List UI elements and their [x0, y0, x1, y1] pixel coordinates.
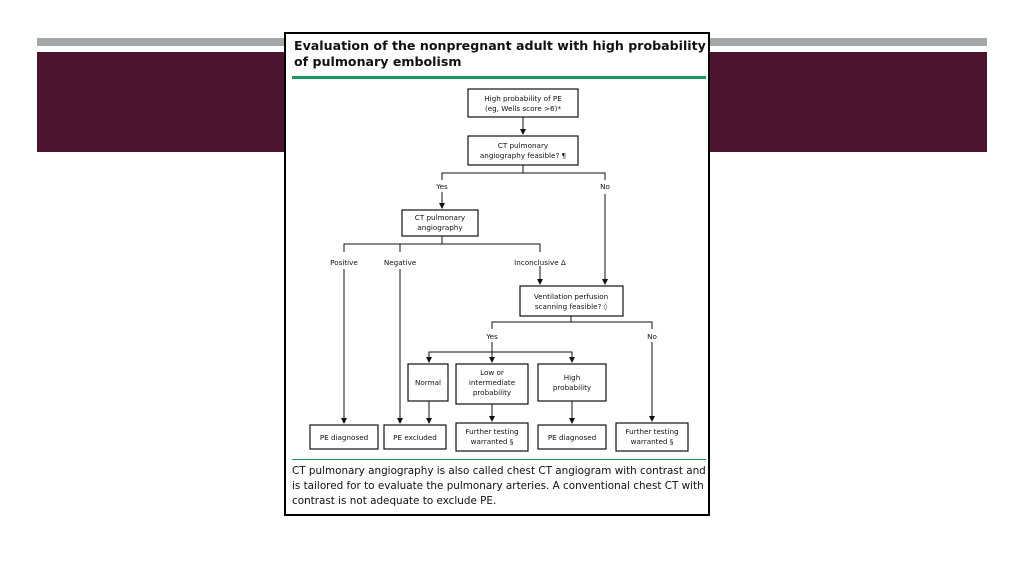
box-normal: Normal	[407, 363, 449, 402]
connectors	[341, 117, 655, 424]
box-text: angiography	[417, 223, 463, 232]
box-ct-feasible: CT pulmonary angiography feasible? ¶	[467, 135, 579, 166]
arrow-yes-to-normal	[426, 342, 493, 363]
label-yes-1: Yes	[435, 182, 448, 191]
branch-no-2	[571, 321, 653, 329]
box-text: probability	[473, 388, 512, 397]
box-text: probability	[553, 383, 592, 392]
box-ct-angiography: CT pulmonary angiography	[401, 209, 479, 237]
box-further-testing-2: Further testing warranted §	[615, 422, 689, 452]
algorithm-figure: Evaluation of the nonpregnant adult with…	[284, 32, 710, 516]
label-inconclusive: Inconclusive Δ	[514, 258, 566, 267]
box-text: PE excluded	[393, 433, 437, 442]
branch-yes-2	[491, 316, 572, 329]
box-text: (eg, Wells score >6)*	[485, 104, 561, 113]
label-yes-2: Yes	[485, 332, 498, 341]
box-text: intermediate	[469, 378, 516, 387]
box-text: High	[564, 373, 581, 382]
label-no-1: No	[600, 182, 610, 191]
figure-title: Evaluation of the nonpregnant adult with…	[294, 38, 706, 69]
box-text: PE diagnosed	[320, 433, 368, 442]
branch-inconclusive	[442, 243, 541, 252]
label-positive: Positive	[330, 258, 358, 267]
box-further-testing-1: Further testing warranted §	[455, 422, 529, 452]
box-text: Further testing	[625, 427, 678, 436]
title-rule	[292, 76, 706, 79]
box-text: CT pulmonary	[415, 213, 466, 222]
label-no-2: No	[647, 332, 657, 341]
box-text: warranted §	[471, 437, 514, 446]
box-text: scanning feasible? ◊	[535, 302, 608, 311]
box-text: Further testing	[465, 427, 518, 436]
arrow-yes-to-high	[492, 351, 575, 363]
branch-yes-left	[441, 165, 524, 180]
box-high-prob: High probability	[537, 363, 607, 402]
box-vq-feasible: Ventilation perfusion scanning feasible?…	[519, 285, 624, 317]
box-pe-diagnosed-2: PE diagnosed	[537, 424, 607, 450]
box-text: warranted §	[631, 437, 674, 446]
box-text: CT pulmonary	[498, 141, 549, 150]
box-text: High probability of PE	[484, 94, 562, 103]
box-text: angiography feasible? ¶	[480, 151, 566, 160]
box-high-probability: High probability of PE (eg, Wells score …	[467, 88, 579, 118]
box-pe-excluded: PE excluded	[383, 424, 447, 450]
flowchart: High probability of PE (eg, Wells score …	[309, 88, 689, 452]
branch-positive	[343, 236, 443, 252]
box-text: Ventilation perfusion	[534, 292, 608, 301]
footnote-text: CT pulmonary angiography is also called …	[292, 465, 706, 507]
box-pe-diagnosed-1: PE diagnosed	[309, 424, 379, 450]
box-text: PE diagnosed	[548, 433, 596, 442]
box-low-intermediate: Low or intermediate probability	[455, 363, 529, 405]
box-text: Low or	[480, 368, 504, 377]
label-negative: Negative	[384, 258, 417, 267]
branch-no-right	[523, 172, 606, 180]
footnote-rule	[292, 459, 706, 460]
box-text: Normal	[415, 378, 441, 387]
